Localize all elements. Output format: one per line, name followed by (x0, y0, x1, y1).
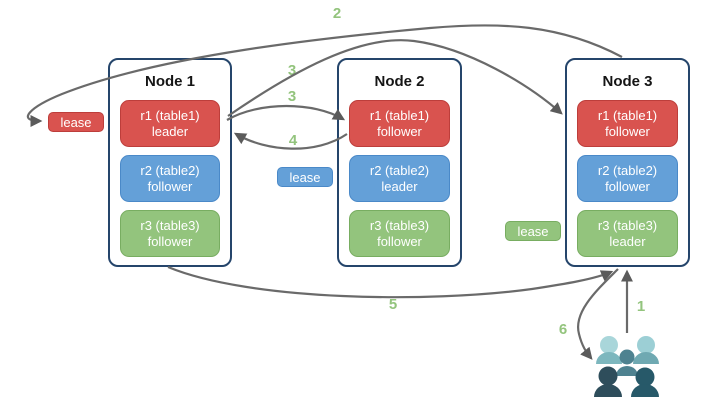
arrow-step-5 (167, 265, 614, 299)
replica-range-label: r3 (table3) (140, 217, 200, 233)
replica-role-label: follower (605, 123, 650, 139)
replica-role-label: leader (151, 123, 189, 139)
lease-badge-red: lease (48, 112, 104, 132)
lease-badge-green: lease (505, 221, 561, 241)
step-label-3-upper: 3 (287, 62, 297, 79)
node-3-title: Node 3 (602, 73, 653, 90)
replica-range-label: r3 (table3) (597, 217, 658, 233)
node-1: Node 1 r1 (table1) leader r2 (table2) fo… (108, 58, 232, 267)
node-1-replica-r2: r2 (table2) follower (120, 155, 220, 202)
replica-range-label: r1 (table1) (369, 107, 430, 123)
users-group-icon (594, 336, 659, 397)
replica-role-label: leader (609, 233, 646, 249)
replica-role-label: follower (147, 233, 193, 249)
node-3-replica-r3: r3 (table3) leader (577, 210, 678, 257)
node-2-replica-r2: r2 (table2) leader (349, 155, 450, 202)
node-2: Node 2 r1 (table1) follower r2 (table2) … (337, 58, 462, 267)
replica-range-label: r2 (table2) (597, 162, 658, 178)
step-label-5: 5 (388, 296, 398, 313)
replica-role-label: follower (147, 178, 193, 194)
replica-role-label: follower (377, 233, 422, 249)
replica-range-label: r2 (table2) (369, 162, 430, 178)
node-1-title: Node 1 (144, 73, 195, 90)
step-label-4: 4 (288, 132, 298, 149)
step-label-6: 6 (558, 321, 568, 338)
node-3-replica-r1: r1 (table1) follower (577, 100, 678, 147)
arrow-step-3-to-node2 (226, 104, 346, 121)
replica-range-label: r2 (table2) (140, 162, 200, 178)
node-1-replica-r3: r3 (table3) follower (120, 210, 220, 257)
replica-range-label: r1 (table1) (140, 107, 200, 123)
node-1-replica-r1: r1 (table1) leader (120, 100, 220, 147)
lease-badge-blue: lease (277, 167, 333, 187)
node-3: Node 3 r1 (table1) follower r2 (table2) … (565, 58, 690, 267)
node-2-title: Node 2 (374, 73, 425, 90)
node-2-replica-r1: r1 (table1) follower (349, 100, 450, 147)
replica-role-label: follower (605, 178, 650, 194)
node-3-replica-r2: r2 (table2) follower (577, 155, 678, 202)
replica-role-label: leader (381, 178, 418, 194)
step-label-3-lower: 3 (287, 88, 297, 105)
step-label-1: 1 (636, 298, 646, 315)
arrow-step-6 (576, 268, 619, 360)
step-label-2: 2 (332, 5, 342, 22)
replica-range-label: r3 (table3) (369, 217, 430, 233)
replica-range-label: r1 (table1) (597, 107, 658, 123)
replica-role-label: follower (377, 123, 422, 139)
node-2-replica-r3: r3 (table3) follower (349, 210, 450, 257)
